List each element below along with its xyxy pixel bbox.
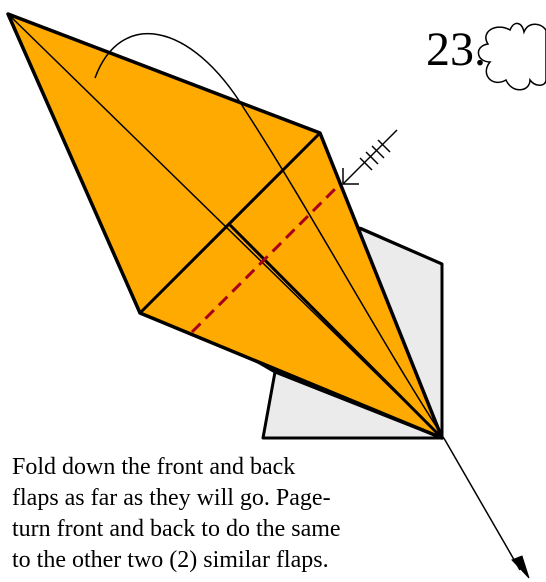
hatched-arrow-icon	[342, 129, 398, 185]
instruction-text: Fold down the front and back flaps as fa…	[12, 452, 532, 576]
back-flap-top-edge	[359, 226, 443, 266]
arrow-down-icon	[511, 555, 530, 579]
flower-symbol-icon	[477, 22, 546, 91]
horizontal-fold-line	[138, 131, 322, 315]
step-number: 23.	[426, 23, 486, 76]
instruction-line: flaps as far as they will go. Page-	[12, 485, 331, 511]
instruction-line: turn front and back to do the same	[12, 516, 341, 542]
valley-fold-line	[190, 184, 340, 334]
instruction-line: Fold down the front and back	[12, 454, 296, 480]
fold-arrow-icon	[94, 32, 521, 571]
instruction-line: to the other two (2) similar flaps.	[12, 547, 329, 573]
